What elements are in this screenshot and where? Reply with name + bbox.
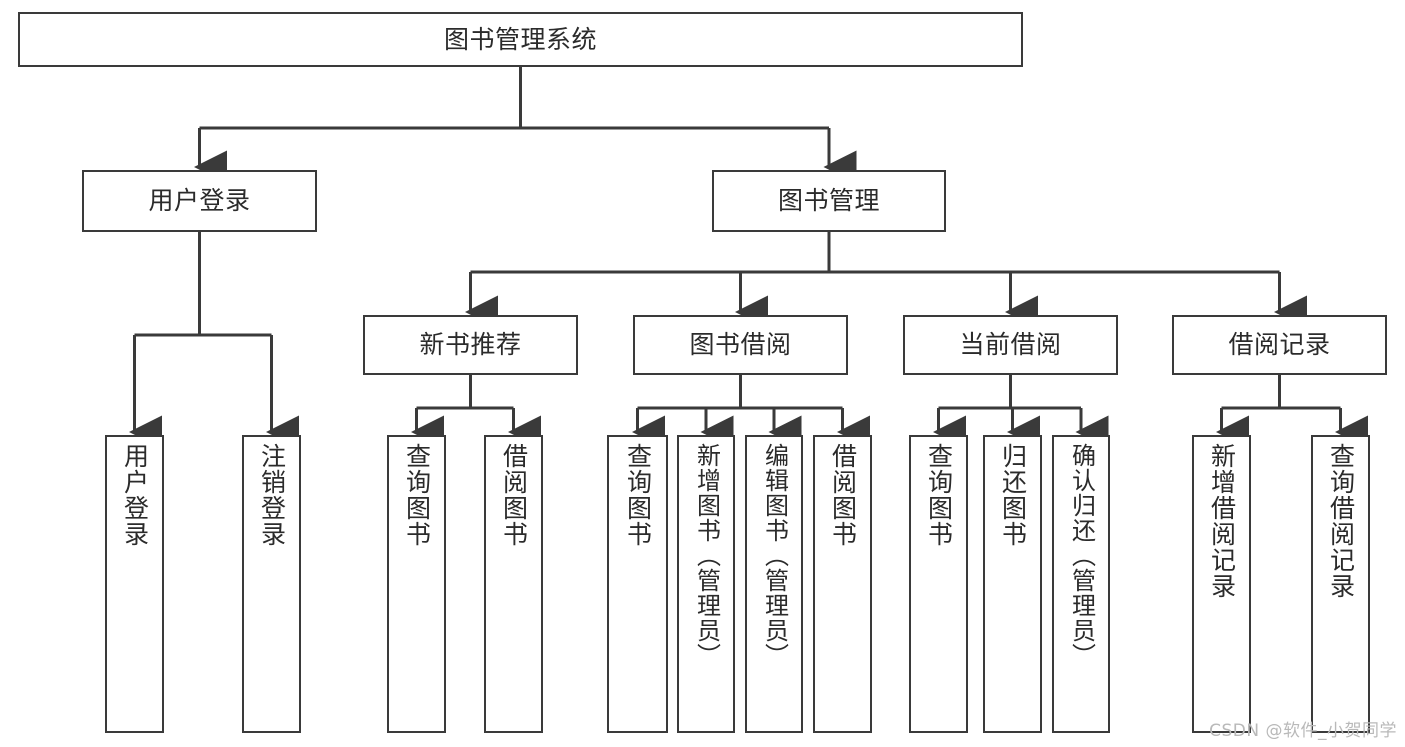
node-leaf-query-book-rec[interactable]: 查询图书: [387, 435, 446, 733]
node-root[interactable]: 图书管理系统: [18, 12, 1023, 67]
node-label-leaf-add-book-admin: 新增图书（管理员）: [692, 443, 721, 668]
node-leaf-query-book-current[interactable]: 查询图书: [909, 435, 968, 733]
node-label-leaf-user-login: 用户登录: [120, 443, 150, 547]
node-label-leaf-query-borrow-record: 查询借阅记录: [1326, 443, 1356, 599]
node-leaf-add-book-admin[interactable]: 新增图书（管理员）: [677, 435, 735, 733]
node-label-leaf-borrow-book: 借阅图书: [828, 443, 858, 547]
node-label-book-manage: 图书管理: [777, 186, 880, 216]
node-label-leaf-query-book-borrow: 查询图书: [623, 443, 653, 547]
node-label-new-book-recommend: 新书推荐: [419, 330, 522, 360]
node-leaf-query-borrow-record[interactable]: 查询借阅记录: [1311, 435, 1370, 733]
node-label-root: 图书管理系统: [443, 24, 597, 54]
node-label-leaf-query-book-current: 查询图书: [924, 443, 954, 547]
node-leaf-borrow-book[interactable]: 借阅图书: [813, 435, 872, 733]
node-label-leaf-return-book: 归还图书: [998, 443, 1028, 547]
node-current-borrow[interactable]: 当前借阅: [903, 315, 1118, 375]
node-leaf-borrow-book-rec[interactable]: 借阅图书: [484, 435, 543, 733]
node-label-leaf-query-book-rec: 查询图书: [402, 443, 432, 547]
node-book-borrow[interactable]: 图书借阅: [633, 315, 848, 375]
node-book-manage[interactable]: 图书管理: [712, 170, 946, 232]
node-label-current-borrow: 当前借阅: [959, 330, 1062, 360]
node-label-book-borrow: 图书借阅: [689, 330, 792, 360]
node-leaf-return-book[interactable]: 归还图书: [983, 435, 1042, 733]
node-user-login[interactable]: 用户登录: [82, 170, 317, 232]
node-label-user-login: 用户登录: [148, 186, 251, 216]
node-label-leaf-confirm-return-admin: 确认归还（管理员）: [1067, 443, 1096, 668]
node-label-leaf-logout-login: 注销登录: [257, 443, 287, 547]
node-borrow-record[interactable]: 借阅记录: [1172, 315, 1387, 375]
node-leaf-query-book-borrow[interactable]: 查询图书: [607, 435, 668, 733]
node-label-borrow-record: 借阅记录: [1228, 330, 1331, 360]
node-leaf-add-borrow-record[interactable]: 新增借阅记录: [1192, 435, 1251, 733]
node-leaf-user-login[interactable]: 用户登录: [105, 435, 164, 733]
node-new-book-recommend[interactable]: 新书推荐: [363, 315, 578, 375]
node-label-leaf-borrow-book-rec: 借阅图书: [499, 443, 529, 547]
node-label-leaf-edit-book-admin: 编辑图书（管理员）: [760, 443, 789, 668]
node-label-leaf-add-borrow-record: 新增借阅记录: [1207, 443, 1237, 599]
node-leaf-logout-login[interactable]: 注销登录: [242, 435, 301, 733]
node-leaf-confirm-return-admin[interactable]: 确认归还（管理员）: [1052, 435, 1110, 733]
watermark-text: CSDN @软件_小贺同学: [1209, 721, 1397, 741]
node-leaf-edit-book-admin[interactable]: 编辑图书（管理员）: [745, 435, 803, 733]
